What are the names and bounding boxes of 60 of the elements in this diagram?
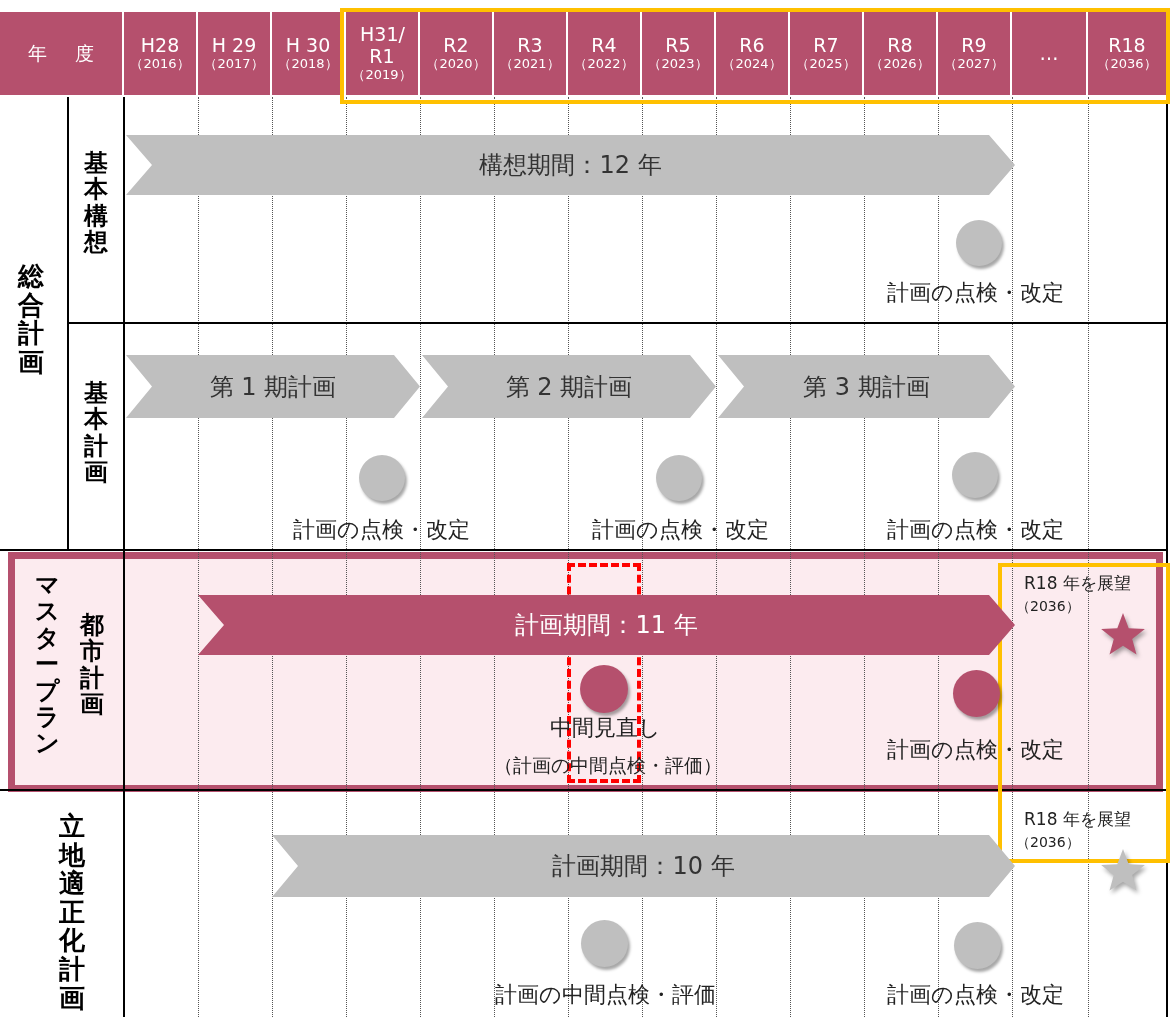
- milestone-label: 計画の点検・改定: [885, 736, 1065, 764]
- milestone-circle: [952, 452, 998, 498]
- year-number: （2018）: [278, 56, 338, 72]
- milestone-circle: [956, 220, 1002, 266]
- year-label: H 29: [211, 35, 257, 57]
- row-heading: 基本計画: [84, 380, 108, 486]
- row-heading: 基本構想: [84, 150, 108, 256]
- milestone-circle: [359, 455, 405, 501]
- star-icon: [1100, 612, 1146, 656]
- period-label: 計画期間：10 年: [552, 851, 735, 882]
- year-label: R8: [887, 35, 913, 57]
- row-heading: 立地適正化計画: [59, 812, 85, 1013]
- year-label: R4: [591, 35, 617, 57]
- star-icon: [1100, 848, 1146, 892]
- year-label: H28: [140, 35, 180, 57]
- year-label: R2: [443, 35, 469, 57]
- milestone-circle: [581, 920, 628, 967]
- milestone-label: （2036）: [1016, 834, 1081, 852]
- row-heading: マスタープラン: [35, 572, 59, 757]
- milestone-label: 計画の点検・改定: [885, 279, 1065, 307]
- milestone-label: R18 年を展望: [1024, 808, 1132, 831]
- year-number: （2022）: [574, 56, 634, 72]
- year-label: …: [1039, 42, 1059, 65]
- year-number: （2017）: [204, 56, 264, 72]
- milestone-label: R18 年を展望: [1024, 572, 1132, 595]
- milestone-label: 計画の点検・改定: [885, 981, 1065, 1009]
- year-number: （2021）: [500, 56, 560, 72]
- year-number: （2027）: [944, 56, 1004, 72]
- year-label: H31/ R1: [360, 24, 404, 68]
- year-label: R18: [1108, 35, 1146, 57]
- year-label: R5: [665, 35, 691, 57]
- year-label: R6: [739, 35, 765, 57]
- period-label: 第 2 期計画: [505, 371, 633, 403]
- year-number: （2025）: [796, 56, 856, 72]
- milestone-label: 計画の中間点検・評価: [493, 981, 717, 1009]
- milestone-circle: [954, 922, 1001, 969]
- year-number: （2026）: [870, 56, 930, 72]
- year-label: R9: [961, 35, 987, 57]
- milestone-label: （2036）: [1016, 598, 1081, 616]
- header-label: 年 度: [27, 42, 94, 65]
- milestone-label: 計画の点検・改定: [291, 516, 471, 544]
- milestone-label: 計画の点検・改定: [885, 516, 1065, 544]
- period-label: 計画期間：11 年: [515, 610, 698, 641]
- milestone-circle: [656, 455, 702, 501]
- year-number: （2020）: [426, 56, 486, 72]
- period-label: 第 1 期計画: [209, 371, 337, 403]
- year-number: （2023）: [648, 56, 708, 72]
- year-number: （2016）: [130, 56, 190, 72]
- year-label: H 30: [285, 35, 331, 57]
- period-label: 構想期間：12 年: [479, 150, 662, 181]
- row-heading: 都市計画: [80, 612, 104, 718]
- year-number: （2036）: [1097, 56, 1157, 72]
- year-label: R3: [517, 35, 543, 57]
- milestone-label: 計画の点検・改定: [590, 516, 770, 544]
- year-number: （2019）: [352, 67, 412, 83]
- year-label: R7: [813, 35, 839, 57]
- year-number: （2024）: [722, 56, 782, 72]
- period-label: 第 3 期計画: [803, 371, 930, 403]
- row-heading: 総合計画: [18, 262, 44, 377]
- milestone-label: 中間見直し: [548, 714, 662, 742]
